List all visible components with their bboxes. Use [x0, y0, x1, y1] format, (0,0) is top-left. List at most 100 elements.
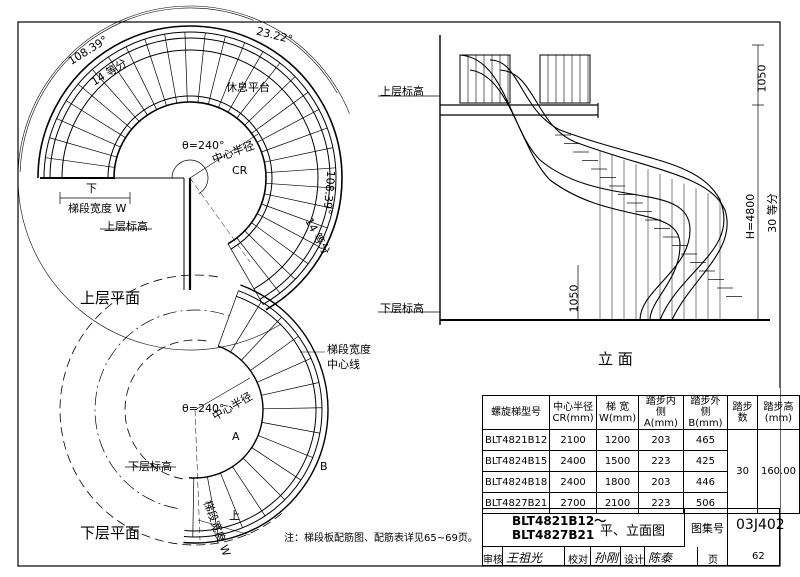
title-block: [482, 508, 780, 566]
col-outer-step: 踏步外侧 B(mm): [682, 395, 729, 430]
cell-model: BLT4824B18: [481, 471, 551, 493]
design-label: 设计: [624, 555, 644, 566]
tread-line: [208, 36, 226, 105]
col-inner-step: 踏步内侧 A(mm): [638, 395, 684, 430]
tread-line: [251, 222, 309, 265]
spiral-handrail: [469, 69, 681, 321]
cell-model: BLT4824B15: [481, 450, 551, 472]
tread-line: [264, 193, 333, 209]
elev-lower-level: 下层标高: [380, 302, 424, 315]
drawing-title-line1: BLT4821B12～: [512, 514, 607, 528]
cell-b: 465: [682, 429, 729, 451]
cell-width: 1200: [595, 429, 640, 451]
tread-line: [241, 316, 282, 361]
cell-model: BLT4821B12: [481, 429, 551, 451]
drawing-title-suffix: 平、立面图: [600, 524, 666, 539]
tread-line: [264, 147, 333, 163]
dim-b-label: B: [320, 460, 328, 473]
tread-line: [144, 39, 167, 106]
tread-line: [244, 230, 296, 280]
tread-line: [77, 83, 133, 130]
lower-plan-drawing: [59, 274, 329, 546]
width-dimension: [197, 519, 251, 536]
tread-line: [184, 32, 188, 103]
tread-line: [262, 407, 322, 410]
stair-edge: [183, 284, 329, 544]
spiral-handrail: [499, 69, 728, 321]
atlas-number: 03J402: [736, 517, 785, 533]
cell-radius: 2100: [549, 429, 597, 451]
tread-line: [265, 167, 336, 174]
table-row: BLT4824B15 2400 1500 223 425: [481, 450, 800, 472]
tread-line: [256, 109, 320, 143]
tread-line: [197, 32, 206, 103]
tread-line: [256, 213, 320, 247]
cell-width: 1500: [595, 450, 640, 472]
upper-plan-title: 上层平面: [80, 289, 141, 307]
elevation-title: 立 面: [598, 350, 633, 368]
cell-step-height: 160.00: [756, 429, 800, 514]
table-row: BLT4821B12 2100 1200 203 465 30 160.00: [481, 429, 800, 514]
tread-line: [164, 34, 178, 104]
center-line: [94, 309, 230, 509]
spec-table: 螺旋梯型号 中心半径 CR(mm) 梯 宽 W(mm) 踏步内侧 A(mm) 踏…: [481, 395, 800, 514]
cell-radius: 2400: [549, 450, 597, 472]
note-text: 注：梯段板配筋图、配筋表详见65~69页。: [284, 533, 478, 544]
dashed-outline: [59, 274, 283, 546]
stair-edge: [37, 25, 343, 311]
table-row: BLT4824B18 2400 1800 203 446: [481, 471, 800, 493]
radius-line: [189, 133, 259, 179]
cell-b: 425: [682, 450, 729, 472]
tread-line: [125, 46, 157, 110]
tread-line: [250, 335, 299, 371]
page-label: 页: [708, 555, 718, 566]
tread-line: [92, 69, 140, 122]
review-label: 审核: [483, 555, 503, 566]
elev-upper-level: 上层标高: [380, 85, 424, 98]
page-number: 62: [752, 551, 765, 562]
tread-line: [230, 301, 262, 353]
lower-level-label: 下层标高: [128, 460, 172, 473]
spiral-handrail: [459, 54, 691, 321]
dim-1050-top: 1050: [755, 64, 769, 93]
elevation-drawing: [378, 35, 770, 325]
tread-line: [232, 466, 266, 517]
lower-plan-title: 下层平面: [80, 524, 141, 542]
check-label: 校对: [568, 555, 588, 566]
dim-step-divisions: 30 等分: [765, 193, 779, 233]
tread-line: [220, 472, 243, 528]
dim-1050-bottom: 1050: [567, 284, 581, 313]
center-line: [194, 409, 201, 541]
cell-a: 223: [638, 450, 684, 472]
tread-line: [192, 477, 195, 537]
signature-row: 审核 王祖光 校对 孙刚 设计 陈泰 页 62: [482, 547, 780, 566]
dim-total-height: H=4800: [744, 193, 758, 240]
cell-a: 203: [638, 429, 684, 451]
col-model: 螺旋梯型号: [481, 395, 551, 430]
table-row: BLT4827B21 2700 2100 223 506: [481, 492, 800, 514]
col-center-radius: 中心半径 CR(mm): [549, 395, 597, 430]
tread-line: [261, 127, 328, 153]
col-step-count: 踏步数: [727, 395, 758, 430]
tread-line: [257, 435, 313, 458]
tread-line: [56, 118, 121, 148]
angle-arc: [171, 159, 209, 194]
tread-line: [218, 42, 246, 108]
tread-line: [251, 447, 302, 481]
tread-line: [261, 382, 320, 396]
down-label: 下: [86, 182, 97, 195]
atlas-label: 图集号: [691, 522, 724, 535]
tread-line: [256, 358, 312, 383]
landing-label: 休息平台: [226, 81, 270, 94]
tread-line: [261, 203, 328, 229]
drawing-title-line2: BLT4827B21: [512, 528, 595, 542]
col-width: 梯 宽 W(mm): [595, 395, 640, 430]
tread-line: [217, 290, 239, 347]
upper-plan-drawing: [17, 5, 350, 351]
railing-frame: [539, 54, 591, 104]
tread-line: [227, 243, 264, 305]
tread-line: [65, 100, 126, 139]
tread-line: [45, 157, 115, 168]
cell-steps: 30: [727, 429, 758, 514]
tread-line: [265, 182, 336, 189]
